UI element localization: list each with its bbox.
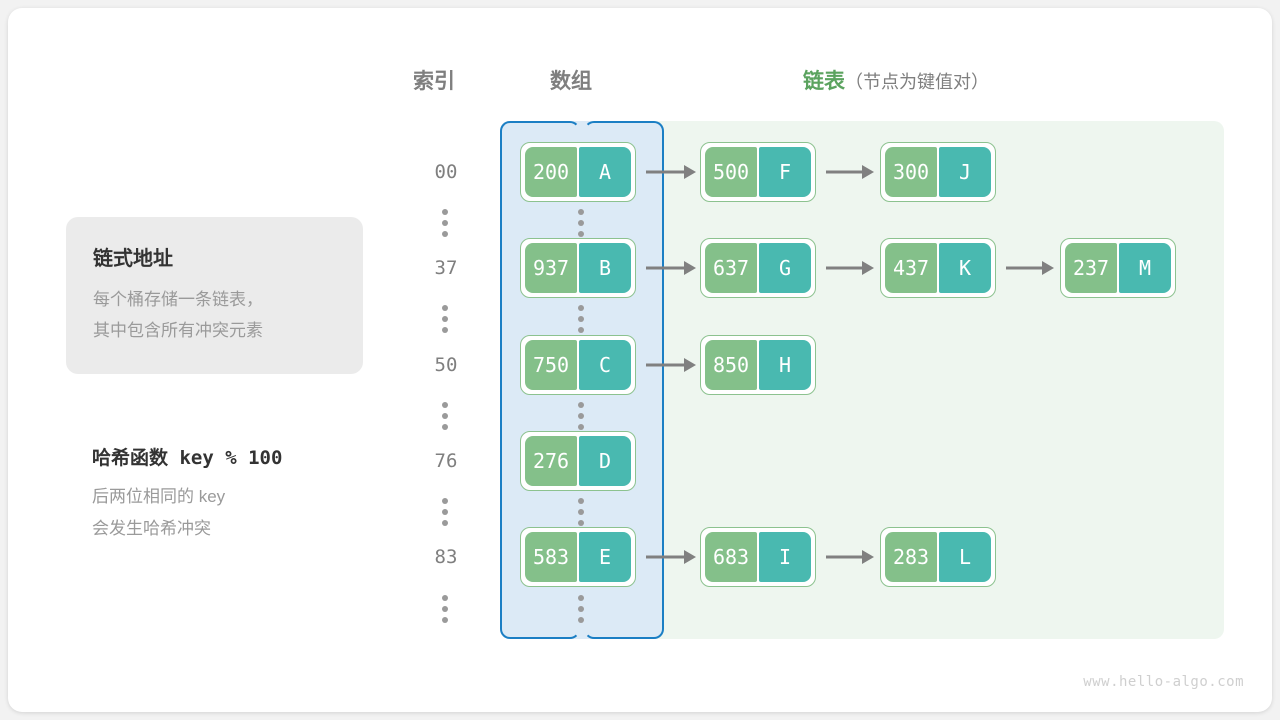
- bucket-index-label: 50: [434, 354, 458, 376]
- hash-function-line-2: 会发生哈希冲突: [92, 519, 211, 538]
- array-ellipsis: [578, 595, 586, 623]
- info-card-line-1: 每个桶存储一条链表，: [93, 290, 263, 309]
- node-key: 437: [885, 243, 937, 293]
- node-key: 200: [525, 147, 577, 197]
- node-key: 276: [525, 436, 577, 486]
- hash-function-title: 哈希函数 key % 100: [92, 447, 283, 469]
- node-value: I: [759, 532, 811, 582]
- watermark: www.hello-algo.com: [1083, 674, 1244, 690]
- column-header-index: 索引: [413, 70, 455, 93]
- chain-arrow-icon: [1006, 238, 1054, 298]
- node-value: J: [939, 147, 991, 197]
- array-ellipsis: [578, 209, 586, 237]
- diagram-canvas: 索引 数组 链表（节点为键值对） 链式地址 每个桶存储一条链表， 其中包含所有冲…: [8, 8, 1272, 712]
- chain-arrow-icon: [826, 238, 874, 298]
- bucket-index-label: 83: [434, 546, 458, 568]
- index-ellipsis: [442, 305, 450, 333]
- node-value: H: [759, 340, 811, 390]
- index-ellipsis: [442, 498, 450, 526]
- index-ellipsis: [442, 402, 450, 430]
- node-value: F: [759, 147, 811, 197]
- node-key: 300: [885, 147, 937, 197]
- node-key: 850: [705, 340, 757, 390]
- chain-arrow-icon: [646, 238, 696, 298]
- info-card-line-2: 其中包含所有冲突元素: [93, 321, 263, 340]
- node-key: 637: [705, 243, 757, 293]
- bucket-index-label: 00: [434, 161, 458, 183]
- node-value: E: [579, 532, 631, 582]
- hash-function-line-1: 后两位相同的 key: [92, 487, 226, 506]
- chain-arrow-icon: [646, 335, 696, 395]
- node-value: D: [579, 436, 631, 486]
- node-value: M: [1119, 243, 1171, 293]
- node-key: 750: [525, 340, 577, 390]
- chain-arrow-icon: [826, 527, 874, 587]
- bucket-index-label: 37: [434, 257, 458, 279]
- bucket-index-label: 76: [434, 450, 458, 472]
- node-key: 937: [525, 243, 577, 293]
- info-card: 链式地址 每个桶存储一条链表， 其中包含所有冲突元素: [66, 217, 363, 374]
- index-ellipsis: [442, 209, 450, 237]
- node-value: G: [759, 243, 811, 293]
- column-header-linkedlist-sub: （节点为键值对）: [845, 72, 989, 92]
- node-key: 683: [705, 532, 757, 582]
- chain-arrow-icon: [826, 142, 874, 202]
- node-key: 283: [885, 532, 937, 582]
- array-ellipsis: [578, 498, 586, 526]
- node-value: C: [579, 340, 631, 390]
- column-header-linkedlist: 链表（节点为键值对）: [803, 65, 989, 95]
- column-header-linkedlist-main: 链表: [803, 70, 845, 93]
- info-card-title: 链式地址: [93, 248, 173, 270]
- node-key: 237: [1065, 243, 1117, 293]
- index-ellipsis: [442, 595, 450, 623]
- node-value: B: [579, 243, 631, 293]
- array-ellipsis: [578, 305, 586, 333]
- node-value: L: [939, 532, 991, 582]
- chain-arrow-icon: [646, 142, 696, 202]
- array-ellipsis: [578, 402, 586, 430]
- node-key: 500: [705, 147, 757, 197]
- column-header-array: 数组: [550, 70, 592, 93]
- node-key: 583: [525, 532, 577, 582]
- chain-arrow-icon: [646, 527, 696, 587]
- node-value: A: [579, 147, 631, 197]
- hash-function-note: 哈希函数 key % 100 后两位相同的 key 会发生哈希冲突: [92, 443, 282, 539]
- node-value: K: [939, 243, 991, 293]
